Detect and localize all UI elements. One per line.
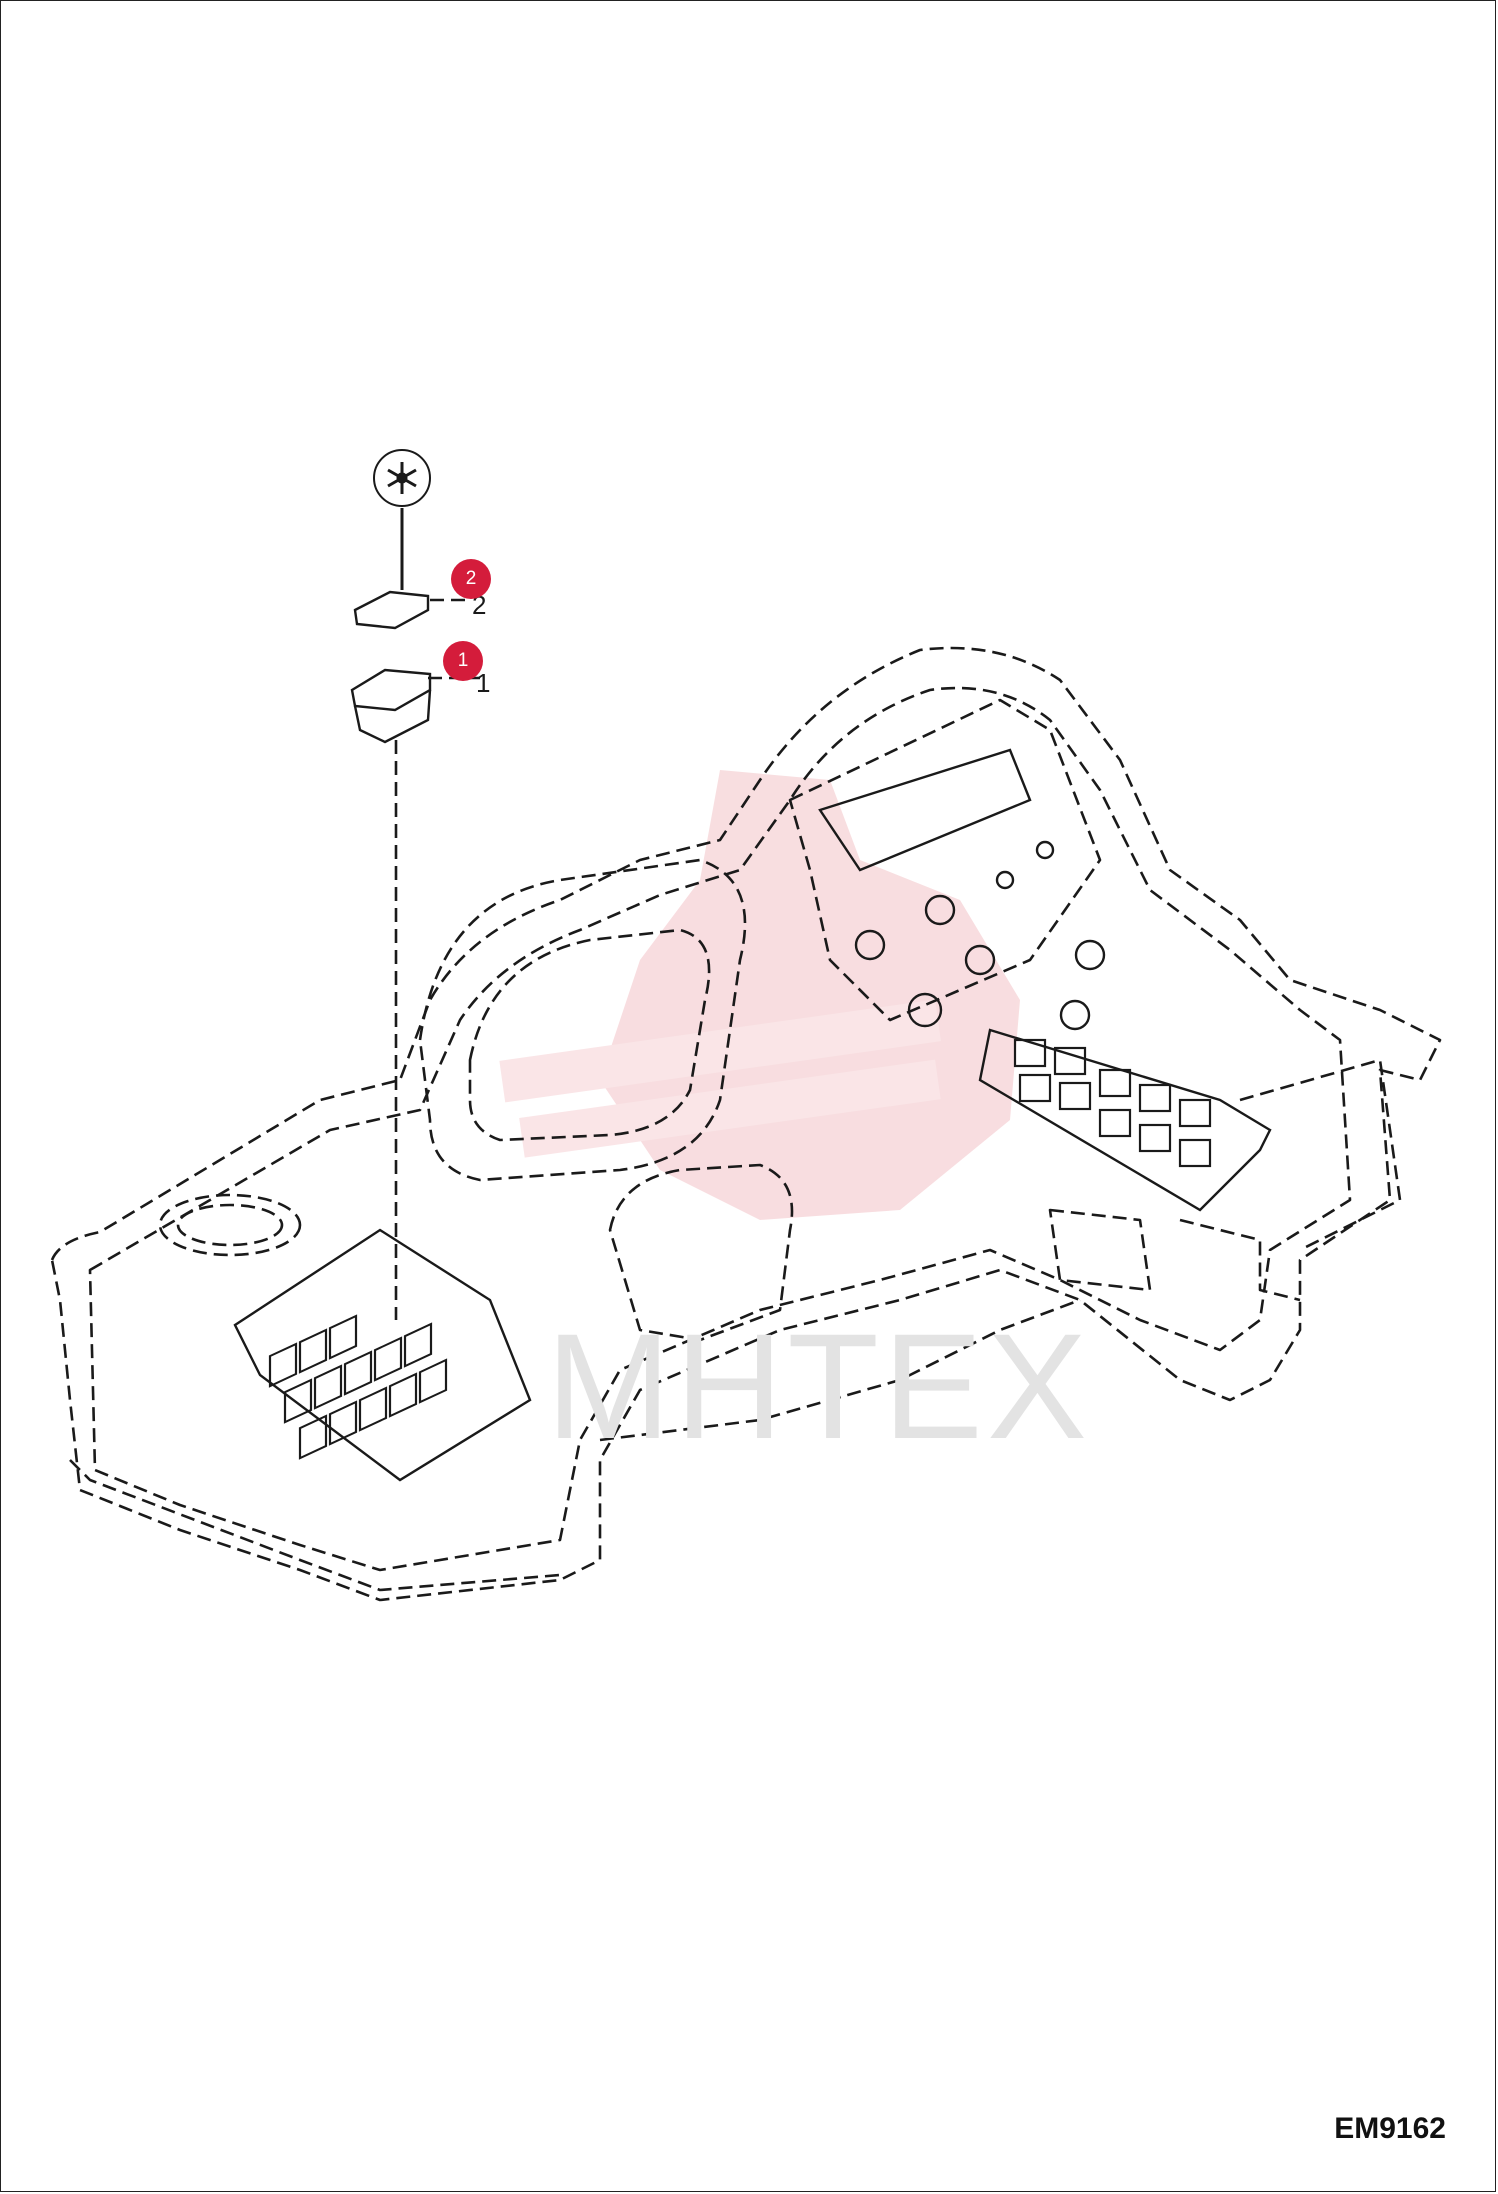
callout-1[interactable]: 1 [443, 641, 483, 681]
keypad-button [313, 1364, 343, 1410]
gauge-hole [924, 894, 956, 926]
instrument-hood [418, 858, 747, 1182]
gauge-panel-screen [818, 748, 1032, 872]
keypad-button [1098, 1068, 1132, 1098]
keypad-button [328, 1314, 358, 1360]
part-number-1: 1 [476, 668, 490, 698]
keypad-button [268, 1342, 298, 1388]
right-keypad-bezel [978, 1028, 1272, 1212]
gauge-hole [964, 944, 996, 976]
keypad-button [1018, 1073, 1052, 1103]
keypad-button [358, 1386, 388, 1432]
keypad-button [1138, 1123, 1172, 1153]
keypad-button [403, 1322, 433, 1368]
snowflake-badge [373, 449, 431, 507]
gauge-hole [1059, 999, 1091, 1031]
gauge-hole [854, 929, 886, 961]
keypad-button [1053, 1046, 1087, 1076]
cup-holder [158, 1193, 302, 1257]
keypad-button [1058, 1081, 1092, 1111]
keypad-button [298, 1414, 328, 1460]
callout-2[interactable]: 2 [451, 559, 491, 599]
console-right-step [1179, 1218, 1301, 1302]
keypad-button [1178, 1098, 1212, 1128]
center-tray [608, 1163, 794, 1342]
keypad-button [1098, 1108, 1132, 1138]
keypad-button [373, 1336, 403, 1382]
console-base-edge [69, 1459, 561, 1592]
watermark-text: МНТЕХ [546, 1302, 1091, 1470]
keypad-button [298, 1328, 328, 1374]
keypad-button [418, 1358, 448, 1404]
right-panel-recess [1048, 1208, 1152, 1292]
console-inner-outline [88, 686, 1352, 1572]
figure-code: EM9162 [1334, 2112, 1446, 2145]
left-keypad-buttons [268, 1314, 448, 1460]
watermark-logo [499, 770, 1020, 1220]
gauge-hole [995, 870, 1015, 890]
keypad-button [343, 1350, 373, 1396]
keypad-button [1178, 1138, 1212, 1168]
snowflake-icon [387, 462, 417, 494]
keypad-button [328, 1400, 358, 1446]
keypad-button [1013, 1038, 1047, 1068]
console-right-wing [1239, 1058, 1402, 1252]
gauge-hole [907, 992, 943, 1028]
keypad-button [388, 1372, 418, 1418]
console-base-edge-2 [599, 1298, 1081, 1442]
left-keypad-bezel [233, 1228, 532, 1482]
switch-cap [353, 590, 430, 630]
rocker-switch-body [353, 689, 432, 744]
gauge-hole [1074, 939, 1106, 971]
cup-holder-inner [176, 1203, 284, 1247]
gauge-hole [1035, 840, 1055, 860]
rocker-switch-top [350, 668, 432, 712]
instrument-screen [468, 928, 711, 1142]
right-keypad-buttons [1013, 1038, 1212, 1168]
keypad-button [1138, 1083, 1172, 1113]
upper-gauge-panel [788, 698, 1102, 1022]
keypad-button [283, 1378, 313, 1424]
